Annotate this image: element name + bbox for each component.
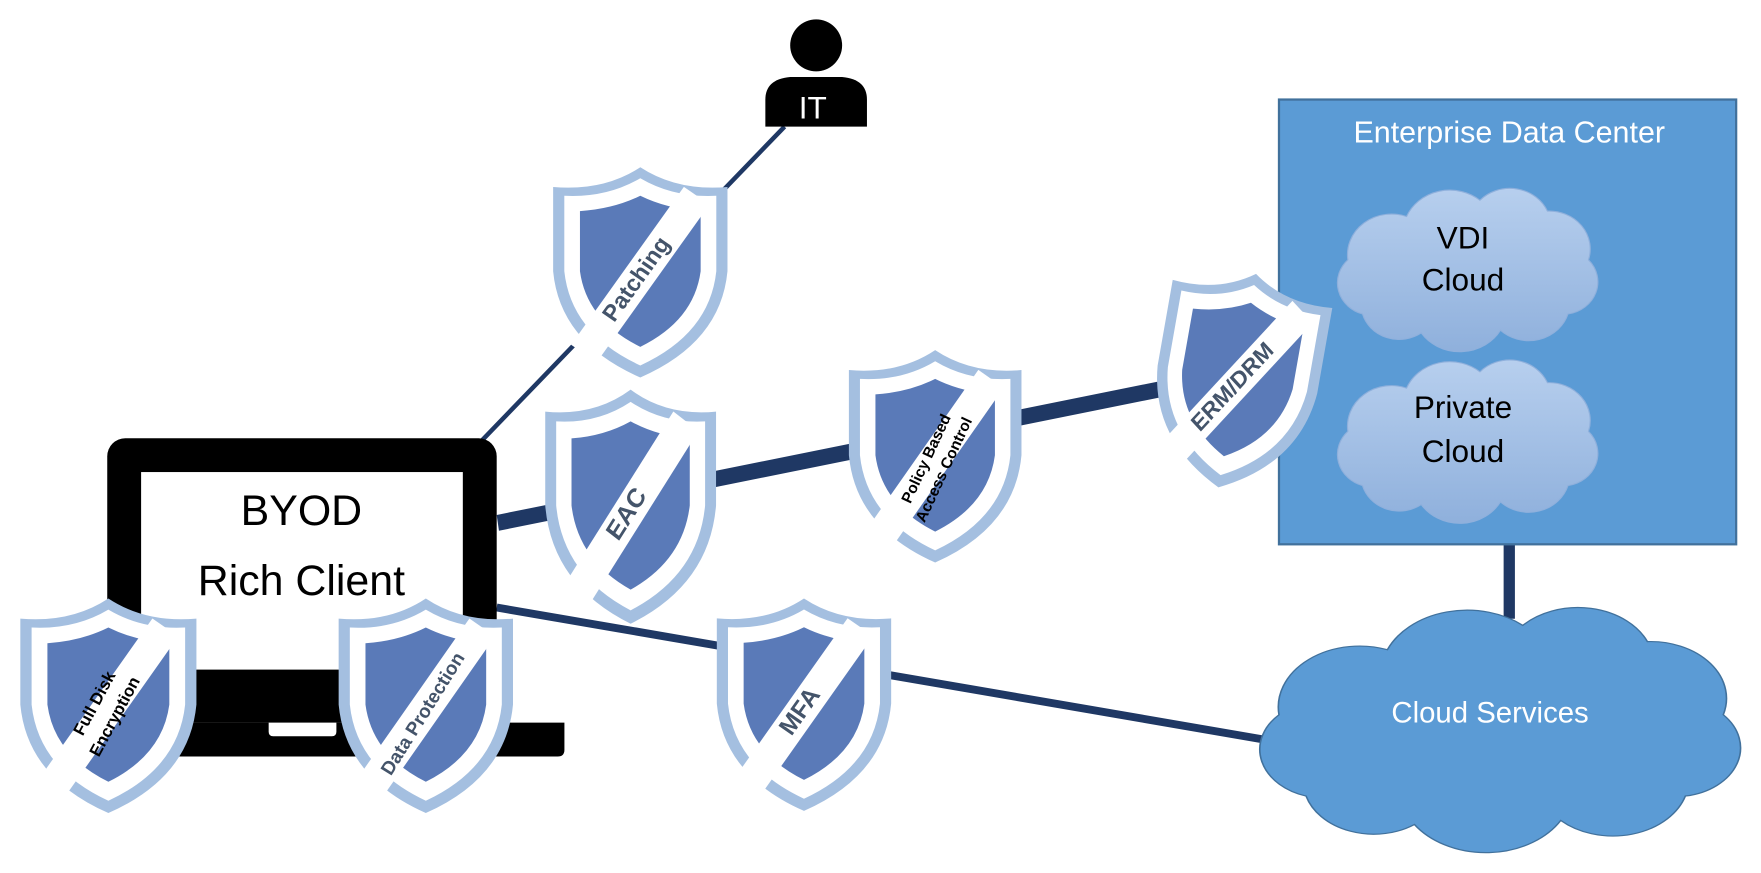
private-cloud: Private Cloud [1335,358,1600,525]
it-user: IT [765,19,867,127]
shield-erm-drm: ERM/DRM [1139,260,1336,502]
private-cloud-line1: Private [1414,389,1512,425]
shield-policy-based-access-control: Policy Based Access Control [849,350,1022,562]
private-cloud-line2: Cloud [1422,433,1505,469]
laptop-label-line2: Rich Client [198,557,405,605]
shield-patching: Patching [553,167,727,377]
enterprise-data-center: Enterprise Data Center VDI Cloud Private… [1277,98,1738,546]
cloud-services-label: Cloud Services [1391,697,1588,730]
shield-mfa: MFA [717,598,891,810]
vdi-cloud-line1: VDI [1437,220,1490,256]
it-label: IT [799,90,827,126]
vdi-cloud: VDI Cloud [1335,186,1600,354]
person-icon [790,19,843,72]
shield-data-protection: Data Protection [339,598,513,813]
cloud-services: Cloud Services [1260,608,1741,853]
shield-eac: EAC [545,390,716,624]
laptop-label-line1: BYOD [241,487,363,535]
shield-icon [20,598,196,813]
vdi-cloud-line2: Cloud [1422,261,1505,297]
data-center-title: Enterprise Data Center [1353,115,1665,149]
shield-full-disk-encryption: Full Disk Encryption [20,598,196,813]
